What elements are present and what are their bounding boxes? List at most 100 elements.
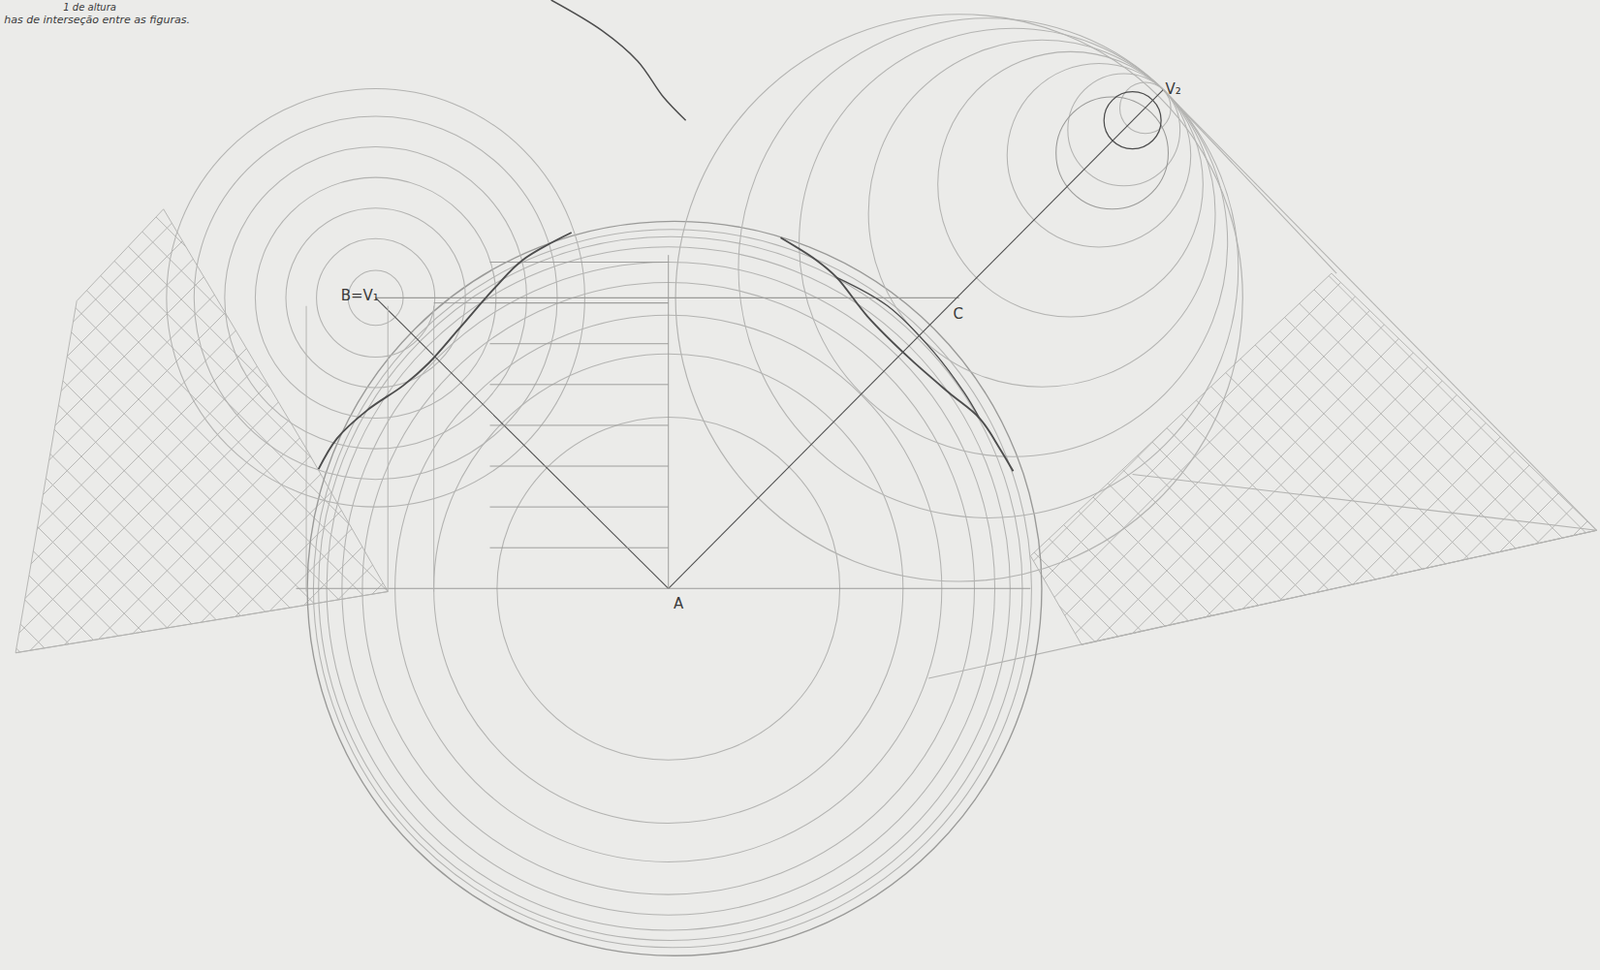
construction-line (567, 0, 1538, 970)
construction-line (0, 0, 339, 970)
construction-line (567, 0, 1538, 970)
construction-line (1109, 0, 1600, 970)
construction-line (138, 0, 1109, 970)
construction-line (0, 0, 81, 970)
construction-line (1109, 0, 1600, 970)
construction-line (0, 0, 339, 970)
construction-circle (1056, 96, 1169, 210)
construction-line (0, 0, 738, 970)
construction-line (1310, 0, 1600, 970)
construction-line (424, 0, 1395, 970)
construction-line (224, 0, 1195, 970)
construction-line (1310, 0, 1600, 970)
construction-line (0, 0, 967, 970)
construction-line (0, 0, 138, 970)
handwritten-note: 1 de altura (62, 1, 117, 13)
construction-line (1253, 0, 1600, 970)
construction-line (738, 0, 1600, 970)
construction-line (138, 0, 1109, 970)
construction-line (0, 0, 710, 970)
construction-line (224, 0, 1195, 970)
construction-line (0, 0, 195, 970)
construction-line (0, 0, 967, 970)
construction-line (1367, 0, 1600, 970)
construction-line (1338, 0, 1600, 970)
construction-line (909, 0, 1600, 970)
construction-line (224, 0, 1195, 970)
construction-line (0, 0, 824, 970)
construction-line (939, 0, 1600, 970)
construction-line (252, 0, 1224, 970)
construction-line (510, 0, 1481, 970)
construction-line (1053, 0, 1600, 970)
construction-line (538, 0, 1509, 970)
construction-line (490, 261, 669, 263)
construction-line (167, 0, 1138, 970)
construction-line (1081, 0, 1600, 970)
construction-line (1452, 0, 1600, 970)
construction-line (928, 530, 1597, 679)
construction-line (424, 0, 1395, 970)
construction-line (1395, 0, 1600, 970)
construction-line (1109, 0, 1600, 970)
construction-line (710, 0, 1600, 970)
construction-line (0, 0, 653, 970)
construction-line (1481, 0, 1600, 970)
construction-line (53, 0, 1024, 970)
point-label: A (673, 596, 684, 613)
construction-line (339, 0, 1310, 970)
construction-line (453, 0, 1424, 970)
construction-line (1596, 0, 1600, 970)
construction-line (367, 0, 1338, 970)
construction-line (0, 0, 910, 970)
construction-line (0, 0, 481, 970)
construction-line (0, 0, 538, 970)
construction-line (1162, 90, 1337, 274)
construction-line (681, 0, 1600, 970)
construction-line (0, 0, 824, 970)
construction-line (1024, 0, 1600, 970)
construction-line (0, 0, 224, 970)
construction-line (376, 297, 669, 589)
construction-line (909, 0, 1600, 970)
construction-line (25, 0, 996, 970)
construction-line (0, 0, 424, 970)
construction-line (0, 0, 224, 970)
hatch-outline (15, 209, 388, 654)
construction-line (0, 0, 224, 970)
construction-line (909, 0, 1600, 970)
construction-line (1424, 0, 1600, 970)
construction-line (681, 0, 1600, 970)
construction-line (0, 0, 53, 970)
construction-line (653, 0, 1600, 970)
construction-line (0, 0, 252, 970)
construction-line (1223, 0, 1600, 970)
construction-line (0, 0, 195, 970)
construction-line (0, 0, 282, 970)
construction-line (1138, 0, 1600, 970)
construction-line (0, 0, 681, 970)
construction-line (0, 0, 282, 970)
construction-line (1424, 0, 1600, 970)
construction-line (1538, 0, 1600, 970)
construction-line (0, 0, 110, 970)
construction-line (0, 0, 339, 970)
construction-line (138, 0, 1109, 970)
construction-line (939, 0, 1600, 970)
construction-line (1538, 0, 1600, 970)
construction-line (453, 0, 1424, 970)
construction-line (0, 0, 538, 970)
intersection-curve (781, 237, 1014, 471)
construction-line (0, 0, 167, 970)
construction-line (710, 0, 1600, 970)
construction-line (0, 0, 510, 970)
construction-line (767, 0, 1600, 970)
construction-line (0, 0, 710, 970)
construction-line (490, 383, 669, 385)
construction-line (310, 0, 1281, 970)
construction-line (1452, 0, 1600, 970)
hatch-outline (1030, 273, 1597, 645)
construction-line (0, 0, 852, 970)
